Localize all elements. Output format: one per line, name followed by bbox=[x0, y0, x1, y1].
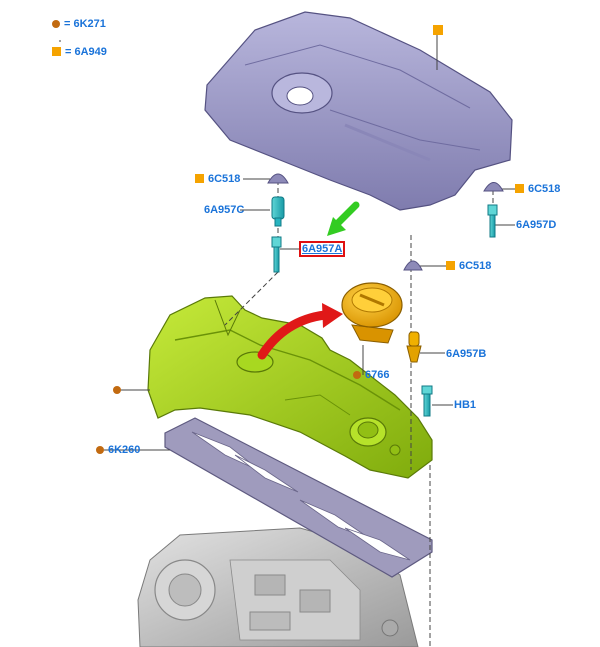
callout-markers bbox=[96, 25, 443, 454]
label-6c518-left[interactable]: 6C518 bbox=[195, 173, 240, 186]
label-6c518-right[interactable]: 6C518 bbox=[515, 183, 560, 196]
gasket-frame bbox=[164, 417, 433, 578]
grommet-left bbox=[267, 173, 289, 184]
oil-filler-cap bbox=[341, 282, 403, 344]
stud-6a957d bbox=[487, 204, 498, 238]
label-6766[interactable]: 6766 bbox=[353, 369, 389, 382]
legend-6k271-code[interactable]: 6K271 bbox=[73, 18, 106, 30]
square-marker-icon bbox=[446, 261, 455, 270]
breather-6a957b bbox=[406, 331, 422, 363]
engine-block bbox=[137, 527, 419, 647]
label-6k260[interactable]: 6K260 bbox=[108, 444, 141, 456]
label-6a957a-highlighted[interactable]: 6A957A bbox=[299, 241, 346, 257]
label-hb1[interactable]: HB1 bbox=[454, 399, 477, 411]
label-6a957d[interactable]: 6A957D bbox=[516, 219, 557, 231]
grommet-right bbox=[483, 182, 504, 192]
bolt-hb1 bbox=[421, 385, 433, 417]
dot-marker-icon bbox=[52, 20, 60, 28]
green-pointer-arrow bbox=[327, 201, 360, 236]
square-marker-icon bbox=[52, 47, 61, 56]
legend-6a949: = 6A949 bbox=[52, 46, 107, 59]
stud-6a957c bbox=[271, 196, 285, 227]
stud-6a957a bbox=[271, 236, 282, 273]
legend-6a949-code[interactable]: 6A949 bbox=[74, 46, 107, 58]
dot-marker-icon bbox=[353, 371, 361, 379]
label-6a957c[interactable]: 6A957C bbox=[204, 204, 245, 216]
square-marker-icon bbox=[515, 184, 524, 193]
label-6a957b[interactable]: 6A957B bbox=[446, 348, 487, 360]
label-6c518-mid[interactable]: 6C518 bbox=[446, 260, 491, 273]
valve-cover bbox=[147, 295, 433, 479]
square-marker-icon bbox=[195, 174, 204, 183]
legend-6k271: = 6K271 bbox=[52, 18, 106, 31]
red-curved-arrow bbox=[257, 303, 343, 360]
grommet-mid bbox=[403, 260, 423, 271]
engine-cover bbox=[204, 11, 513, 211]
